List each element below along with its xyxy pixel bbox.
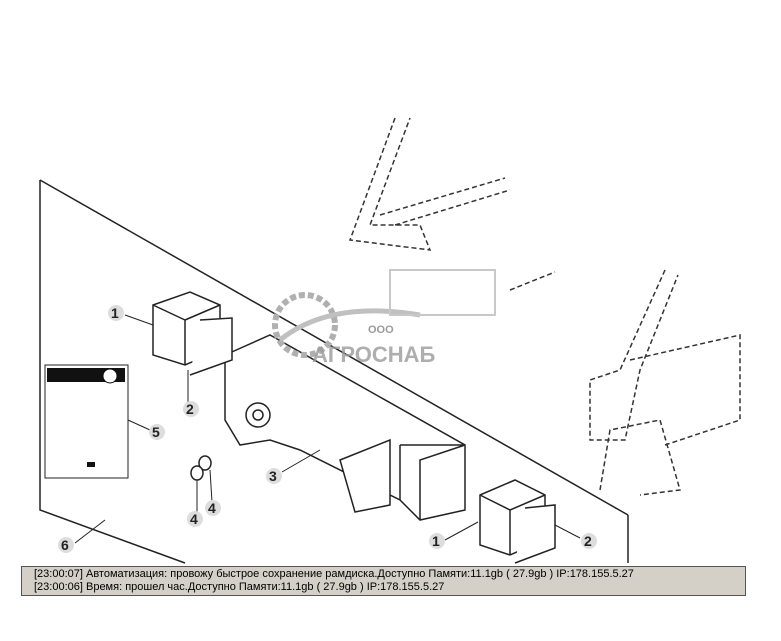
svg-text:2: 2 bbox=[584, 533, 592, 549]
manual-part bbox=[44, 364, 129, 479]
callout-2b: 2 bbox=[581, 533, 597, 549]
callout-1b: 1 bbox=[429, 533, 445, 549]
callout-5: 5 bbox=[149, 424, 165, 440]
callout-2: 2 bbox=[183, 401, 199, 417]
svg-text:2: 2 bbox=[186, 401, 194, 417]
callout-1: 1 bbox=[108, 305, 124, 321]
log-line: [23:00:06] Время: прошел час.Доступно Па… bbox=[34, 581, 445, 593]
dashed-assembly-right bbox=[589, 269, 741, 496]
callout-3: 3 bbox=[266, 468, 282, 484]
cover-part-right bbox=[479, 479, 556, 564]
cover-part-left bbox=[152, 291, 233, 376]
logo-name: АГРОСНАБ bbox=[312, 342, 436, 367]
frame-part bbox=[224, 334, 466, 521]
svg-text:4: 4 bbox=[208, 500, 216, 516]
svg-text:3: 3 bbox=[269, 468, 277, 484]
agrosnab-logo: ООО АГРОСНАБ bbox=[272, 269, 496, 367]
callout-4: 4 bbox=[187, 511, 203, 527]
callout-4b: 4 bbox=[205, 500, 221, 516]
sheet-outline bbox=[39, 180, 186, 564]
logo-prefix: ООО bbox=[368, 324, 394, 336]
log-line: [23:00:07] Автоматизация: провожу быстро… bbox=[34, 568, 634, 580]
svg-text:4: 4 bbox=[190, 511, 198, 527]
dashed-assembly-top bbox=[348, 117, 556, 291]
leader-lines bbox=[74, 314, 581, 544]
svg-text:5: 5 bbox=[152, 424, 160, 440]
svg-text:1: 1 bbox=[111, 305, 119, 321]
log-panel: [23:00:07] Автоматизация: провожу быстро… bbox=[21, 566, 746, 596]
svg-text:1: 1 bbox=[432, 533, 440, 549]
svg-text:6: 6 bbox=[61, 537, 69, 553]
callouts: 1 2 3 4 4 5 6 1 2 bbox=[58, 305, 597, 553]
sheet-outline-top bbox=[39, 179, 629, 516]
washer-parts bbox=[190, 455, 212, 481]
callout-6: 6 bbox=[58, 537, 74, 553]
